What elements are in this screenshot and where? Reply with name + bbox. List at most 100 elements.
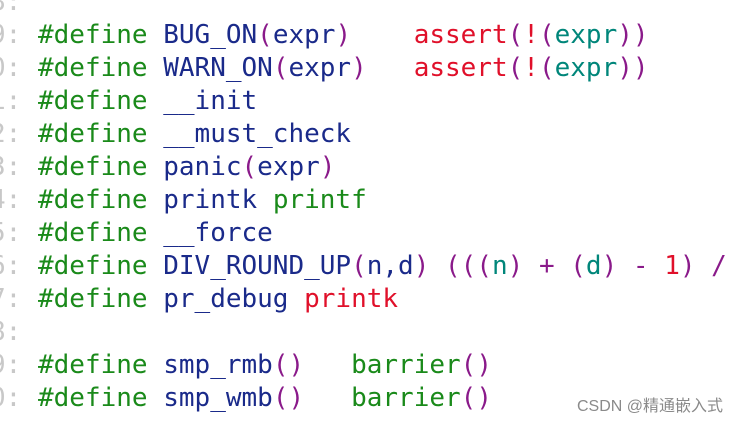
code-token: )	[351, 53, 367, 83]
code-token: printk	[163, 185, 258, 215]
code-token: ()	[272, 383, 305, 413]
line-number: 8:	[0, 317, 22, 347]
code-token	[429, 251, 445, 281]
code-token: DIV_ROUND_UP	[163, 251, 352, 281]
code-token: panic	[163, 152, 242, 182]
code-token: BUG_ON	[163, 20, 258, 50]
code-token	[367, 53, 414, 83]
code-token: #define	[38, 119, 148, 149]
code-token	[304, 383, 351, 413]
code-token: )	[679, 251, 696, 281]
code-token: barrier	[351, 350, 461, 380]
code-token: #define	[38, 350, 148, 380]
line-number: 0:	[0, 53, 22, 83]
line-number: 3:	[0, 152, 22, 182]
code-token: )	[507, 251, 524, 281]
line-number: 1:	[0, 86, 22, 116]
code-token	[148, 86, 164, 116]
code-text: #define printk printf	[38, 184, 367, 217]
code-token: barrier	[351, 383, 461, 413]
code-token: n,d	[366, 251, 414, 281]
code-token: (	[538, 53, 555, 83]
code-token: expr	[288, 53, 352, 83]
code-token: (	[507, 20, 524, 50]
code-token: __force	[163, 218, 273, 248]
code-token: (	[507, 53, 524, 83]
code-token	[257, 185, 273, 215]
code-text: #define pr_debug printk	[38, 283, 398, 316]
code-token: )	[601, 251, 618, 281]
code-token: expr	[257, 152, 320, 182]
code-token	[148, 251, 164, 281]
code-token: printk	[304, 284, 399, 314]
code-token	[351, 20, 414, 50]
line-number: 7:	[0, 284, 22, 314]
csdn-watermark: CSDN @精通嵌入式	[576, 398, 723, 415]
code-token: smp_rmb	[163, 350, 273, 380]
code-token	[148, 152, 164, 182]
code-token: /	[695, 251, 727, 281]
code-token: (	[241, 152, 258, 182]
code-token	[304, 350, 351, 380]
code-text: #define panic(expr)	[38, 151, 335, 184]
code-token: (	[351, 251, 367, 281]
code-token: !	[523, 53, 539, 83]
code-token	[148, 119, 164, 149]
line-number: 0:	[0, 383, 22, 413]
code-token: ))	[617, 53, 649, 83]
code-token: printf	[272, 185, 367, 215]
line-number: 6:	[0, 251, 22, 281]
code-token: #define	[38, 20, 148, 50]
code-text: #define __init	[38, 85, 257, 118]
code-token: n	[491, 251, 508, 281]
code-token: (	[570, 251, 586, 281]
code-token	[148, 185, 164, 215]
code-token: !	[523, 20, 539, 50]
code-text: #define smp_rmb() barrier()	[38, 349, 492, 382]
code-token: smp_wmb	[163, 383, 273, 413]
code-token: #define	[38, 284, 148, 314]
code-token: (	[272, 53, 289, 83]
code-token: +	[523, 251, 571, 281]
code-token: __init	[163, 86, 258, 116]
code-token: -	[617, 251, 665, 281]
code-token	[148, 284, 164, 314]
code-token: #define	[38, 383, 148, 413]
code-token: (	[538, 20, 555, 50]
code-token: assert	[413, 20, 508, 50]
code-token: #define	[38, 152, 148, 182]
code-token: assert	[413, 53, 508, 83]
code-text: #define WARN_ON(expr) assert(!(expr))	[38, 52, 649, 85]
code-token	[148, 218, 164, 248]
code-text: #define BUG_ON(expr) assert(!(expr))	[38, 19, 649, 52]
code-token: (((	[445, 251, 492, 281]
code-token	[148, 20, 164, 50]
code-token: d	[585, 251, 602, 281]
code-token: 1	[664, 251, 680, 281]
code-token: expr	[554, 20, 618, 50]
code-token: ))	[617, 20, 649, 50]
line-number: 2:	[0, 119, 22, 149]
code-token: #define	[38, 218, 148, 248]
line-number: 8:	[0, 0, 22, 17]
code-token: ()	[460, 383, 492, 413]
code-token: __must_check	[163, 119, 352, 149]
code-token: )	[335, 20, 352, 50]
line-number: 4:	[0, 185, 22, 215]
code-token: ()	[272, 350, 305, 380]
code-text: #define __force	[38, 217, 273, 250]
code-token: pr_debug	[163, 284, 289, 314]
code-token	[148, 350, 164, 380]
code-token: )	[413, 251, 430, 281]
line-number: 9:	[0, 350, 22, 380]
code-token	[148, 53, 164, 83]
code-token: )	[319, 152, 336, 182]
code-token: #define	[38, 185, 148, 215]
line-number: 9:	[0, 20, 22, 50]
code-token: #define	[38, 53, 148, 83]
code-text: #define smp_wmb() barrier()	[38, 382, 492, 415]
code-token: #define	[38, 86, 148, 116]
code-token: expr	[554, 53, 618, 83]
code-token: expr	[272, 20, 336, 50]
